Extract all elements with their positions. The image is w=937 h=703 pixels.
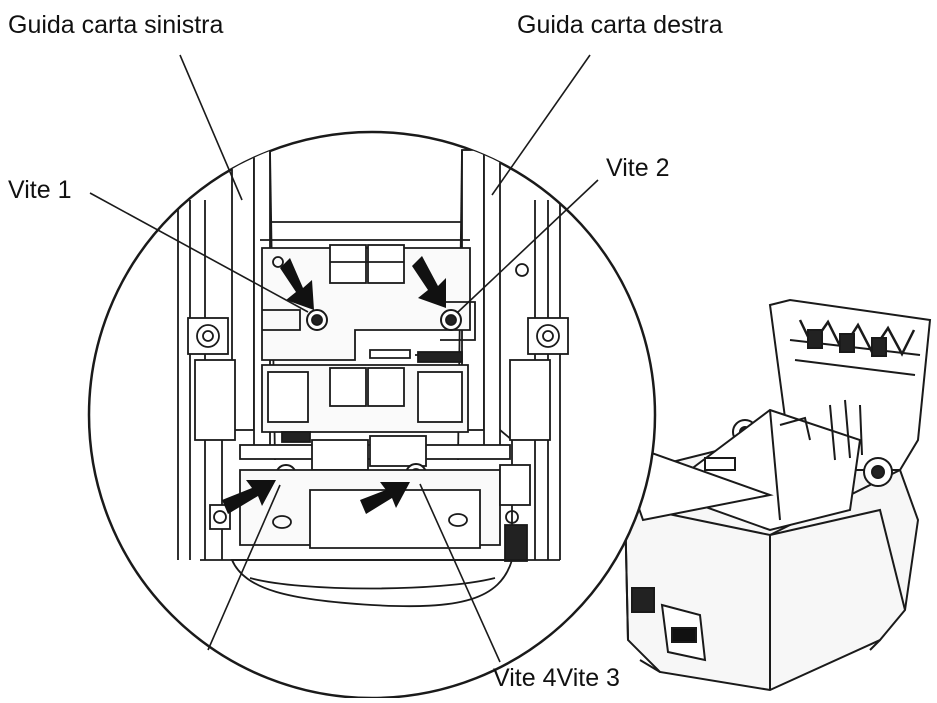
leader-screw-3	[419, 483, 501, 663]
arrow-screw-4	[222, 480, 276, 514]
arrow-screw-3	[360, 482, 410, 514]
leader-lines	[89, 54, 599, 663]
label-left-paper-guide: Guida carta sinistra	[8, 11, 224, 39]
leader-screw-2	[457, 179, 599, 313]
leader-left-guide	[179, 54, 243, 201]
leader-right-guide	[491, 54, 591, 196]
label-screw-2: Vite 2	[606, 154, 670, 182]
arrow-screw-1	[280, 258, 314, 310]
leader-screw-1	[89, 192, 309, 313]
zoom-detail	[177, 149, 569, 608]
label-screw-1: Vite 1	[8, 176, 72, 204]
screw-2	[440, 309, 462, 331]
label-screw-4-3: Vite 4Vite 3	[493, 664, 620, 692]
arrow-screw-2	[412, 256, 446, 308]
screw-1	[306, 309, 328, 331]
leader-screw-4	[207, 484, 281, 651]
label-right-paper-guide: Guida carta destra	[517, 11, 723, 39]
screw-pointer-arrows	[222, 256, 446, 514]
front-switch	[631, 587, 655, 613]
